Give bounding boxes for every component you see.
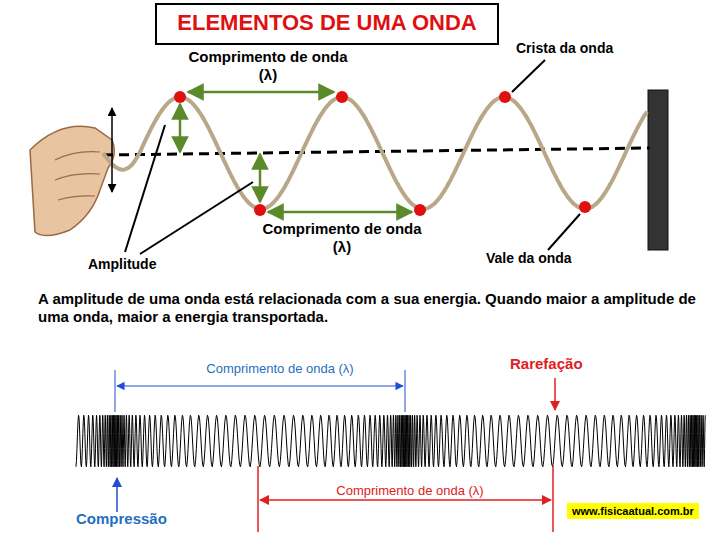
compression-label: Compressão	[76, 510, 196, 528]
website-box: www.fisicaatual.com.br	[567, 503, 699, 519]
wavelength-arrow	[188, 91, 334, 94]
red-wavelength-marker	[258, 378, 555, 532]
note-text: A amplitude de uma onda está relacionada…	[38, 290, 718, 326]
motion-arrow	[111, 108, 113, 192]
longitudinal-wave	[76, 415, 705, 466]
crest-trough-dots	[174, 91, 591, 216]
wavelength-label: Comprimento de onda (λ)	[330, 483, 490, 499]
equilibrium-line	[103, 148, 650, 155]
hand-fingers	[55, 152, 100, 200]
crest-label: Crista da onda	[516, 40, 666, 57]
leader-line	[125, 125, 165, 252]
title-box	[156, 4, 498, 44]
wavelength-label: Comprimento de onda (λ)	[190, 361, 370, 377]
leader-line	[140, 182, 253, 254]
leader-line	[548, 214, 580, 250]
wavelength-arrow	[268, 211, 412, 214]
trough-label: Vale da onda	[486, 250, 616, 267]
amplitude-label: Amplitude	[88, 256, 198, 273]
wavelength-label: Comprimento de onda (λ)	[188, 48, 348, 84]
amplitude-arrow	[259, 154, 262, 202]
hand	[30, 126, 114, 235]
leader-line	[512, 60, 545, 92]
website-text: www.fisicaatual.com.br	[572, 505, 694, 517]
rarefaction-label: Rarefação	[510, 355, 620, 373]
title: ELEMENTOS DE UMA ONDA	[156, 10, 498, 36]
amplitude-arrow	[179, 104, 182, 152]
wavelength-label: Comprimento de onda (λ)	[262, 220, 422, 256]
wall	[648, 90, 668, 250]
rope-wave	[103, 97, 647, 209]
